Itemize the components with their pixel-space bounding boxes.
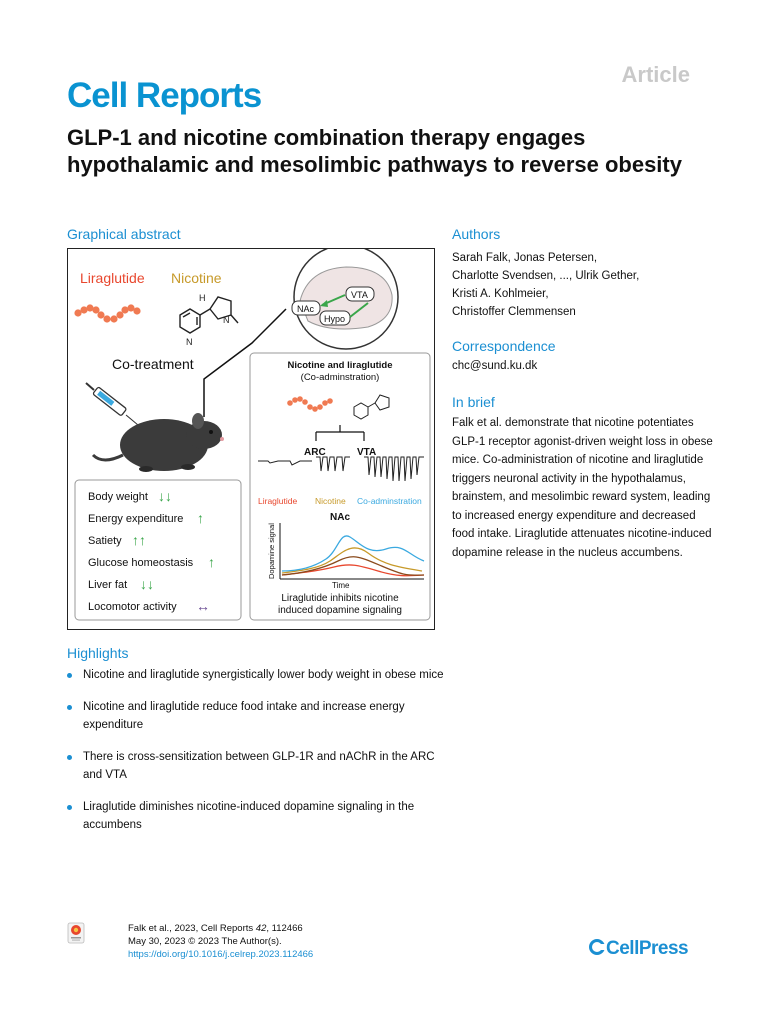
brain-label-vta: VTA [351, 290, 368, 300]
doi-link[interactable]: https://doi.org/10.1016/j.celrep.2023.11… [128, 949, 314, 960]
authors-list: Sarah Falk, Jonas Petersen, Charlotte Sv… [452, 249, 712, 321]
highlight-text: Liraglutide diminishes nicotine-induced … [83, 800, 415, 832]
highlights-list: Nicotine and liraglutide synergistically… [67, 666, 447, 848]
chart-legend-nicotine: Nicotine [315, 496, 346, 506]
bullet-icon [67, 754, 72, 760]
highlight-item: There is cross-sensitization between GLP… [67, 748, 447, 785]
crossmark-icon[interactable] [67, 922, 85, 944]
syringe-icon [85, 382, 139, 426]
highlight-text: Nicotine and liraglutide synergistically… [83, 669, 444, 681]
cotreatment-label: Co-treatment [112, 356, 194, 372]
correspondence-email[interactable]: chc@sund.ku.dk [452, 360, 538, 372]
chart-xlabel: Time [332, 581, 350, 590]
citation-volume: 42 [255, 923, 267, 934]
svg-text:N: N [223, 315, 230, 325]
effects-list: Body weight ↓↓ Energy expenditure ↑ Sati… [88, 488, 215, 614]
coadministration-panel [249, 352, 431, 621]
date-line: May 30, 2023 © 2023 The Author(s). [128, 936, 282, 947]
arc-label: ARC [304, 447, 326, 458]
effect-body-weight-arrows: ↓↓ [158, 488, 172, 504]
effects-box [74, 479, 242, 621]
connector-line [203, 308, 287, 417]
effect-locomotor-activity-arrows: ↔ [196, 598, 210, 614]
authors-line: Sarah Falk, Jonas Petersen, [452, 252, 598, 264]
authors-line: Charlotte Svendsen, ..., Ulrik Gether, [452, 270, 640, 282]
authors-line: Christoffer Clemmensen [452, 306, 576, 318]
brain-label-hypo: Hypo [324, 314, 345, 324]
cellpress-logo[interactable]: CellPress [588, 938, 689, 960]
chart-title: NAc [330, 512, 350, 523]
bullet-icon [67, 673, 72, 678]
arc-trace-1 [258, 460, 312, 466]
effect-glucose-homeostasis-arrows: ↑ [208, 554, 215, 570]
chart-ylabel: Dopamine signal [267, 523, 276, 579]
chart-series-liraglutide [281, 564, 425, 577]
nicotine-molecule-icon: N H N [179, 293, 239, 347]
effect-locomotor-activity: Locomotor activity [88, 601, 177, 613]
nicotine-label: Nicotine [171, 270, 222, 286]
journal-logo[interactable]: Cell Reports [67, 76, 262, 115]
effect-energy-expenditure: Energy expenditure [88, 513, 183, 525]
highlight-text: Nicotine and liraglutide reduce food int… [83, 700, 405, 732]
branch-bracket [315, 425, 365, 441]
correspondence-heading: Correspondence [452, 338, 556, 354]
effect-energy-expenditure-arrows: ↑ [197, 510, 204, 526]
chart-legend-coadministration: Co-adminstration [357, 496, 422, 506]
cellpress-mark-icon [589, 939, 606, 955]
effect-glucose-homeostasis: Glucose homeostasis [88, 557, 194, 569]
highlight-text: There is cross-sensitization between GLP… [83, 750, 435, 782]
liraglutide-label: Liraglutide [80, 270, 145, 286]
vta-label: VTA [357, 447, 376, 458]
chart-caption-line1: Liraglutide inhibits nicotine [281, 593, 399, 604]
panel-nicotine-icon [353, 394, 390, 420]
effect-satiety-arrows: ↑↑ [132, 532, 146, 548]
effect-liver-fat-arrows: ↓↓ [140, 576, 154, 592]
brain-circuit-inset: NAc VTA Hypo [291, 244, 399, 350]
citation-suffix: , 112466 [266, 923, 303, 934]
svg-text:N: N [186, 337, 193, 347]
cellpress-wordmark: CellPress [606, 938, 689, 959]
panel-peptide-icon [287, 396, 333, 412]
in-brief-heading: In brief [452, 394, 495, 410]
in-brief-text: Falk et al. demonstrate that nicotine po… [452, 417, 713, 559]
authors-heading: Authors [452, 226, 501, 242]
chart-series-combined [281, 556, 425, 576]
liraglutide-peptide-icon [74, 304, 141, 323]
arc-trace-2 [316, 456, 350, 472]
chart-series-coadministration [281, 535, 425, 572]
article-type-label: Article [621, 62, 690, 87]
highlights-heading: Highlights [67, 645, 129, 661]
graphical-abstract-figure: Liraglutide Nicotine N H N Co-treatment [74, 244, 431, 621]
highlight-item: Liraglutide diminishes nicotine-induced … [67, 798, 447, 835]
effect-liver-fat: Liver fat [88, 579, 127, 591]
graphical-abstract: Liraglutide Nicotine N H N Co-treatment [67, 244, 435, 630]
paper-title: GLP-1 and nicotine combination therapy e… [67, 125, 682, 177]
highlight-item: Nicotine and liraglutide reduce food int… [67, 698, 447, 735]
bullet-icon [67, 704, 72, 710]
highlight-item: Nicotine and liraglutide synergistically… [67, 666, 447, 685]
citation-footer: Falk et al., 2023, Cell Reports 42, 1124… [128, 922, 313, 961]
chart-series-nicotine [281, 547, 423, 574]
chart-caption-line2: induced dopamine signaling [278, 605, 402, 616]
mouse-illustration [91, 413, 224, 472]
panel-subtitle: (Co-adminstration) [301, 372, 380, 383]
svg-text:H: H [199, 293, 206, 303]
citation-prefix: Falk et al., 2023, Cell Reports [128, 923, 256, 934]
bullet-icon [67, 804, 72, 810]
graphical-abstract-heading: Graphical abstract [67, 226, 181, 242]
brain-label-nac: NAc [297, 304, 315, 314]
vta-trace [364, 456, 424, 482]
panel-title: Nicotine and liraglutide [287, 360, 392, 371]
citation-line: Falk et al., 2023, Cell Reports 42, 1124… [128, 922, 313, 935]
effect-satiety: Satiety [88, 535, 122, 547]
authors-line: Kristi A. Kohlmeier, [452, 288, 549, 300]
chart-legend-liraglutide: Liraglutide [258, 496, 297, 506]
effect-body-weight: Body weight [88, 491, 148, 503]
